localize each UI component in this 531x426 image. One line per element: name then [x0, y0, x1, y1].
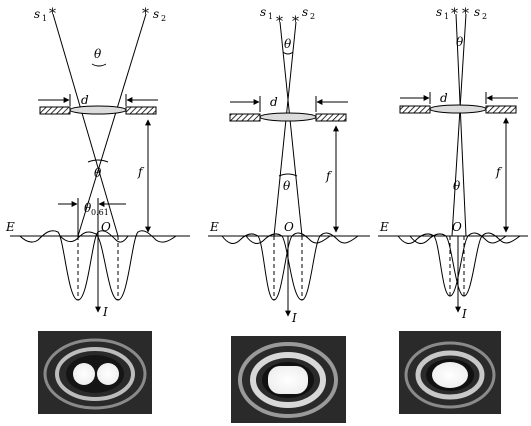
label-label-s1-sub: 1	[268, 12, 273, 21]
airy-disk-2	[97, 363, 119, 385]
aperture-plate-left	[39, 106, 71, 115]
angle-arc-bottom	[278, 173, 298, 177]
star-icon: *	[49, 6, 56, 22]
label-label-theta-min-sub: 0.61	[91, 208, 109, 217]
label-label-E: E	[379, 220, 389, 234]
label-label-f: f	[325, 169, 333, 183]
panel-rayleigh: s 1 * * s 2 θ θ d f E O I	[208, 5, 370, 325]
source-s1: s 1 *	[436, 5, 458, 22]
angle-arc-top	[282, 51, 294, 55]
source-s1: s 1 *	[260, 5, 283, 30]
label-label-theta: θ	[283, 179, 291, 193]
label-label-f: f	[137, 165, 145, 179]
ray-s2	[451, 13, 467, 237]
angle-arc-top	[91, 63, 107, 67]
aperture-plate-right	[485, 105, 517, 114]
label-label-d: d	[440, 91, 448, 105]
label-label-s2: s	[153, 7, 159, 21]
panel-unresolved: s 1 * * s 2 θ θ d f E O I	[378, 5, 528, 321]
star-icon: *	[276, 14, 283, 30]
label-label-s1: s	[436, 5, 442, 19]
label-label-s1: s	[260, 5, 266, 19]
label-label-O: O	[452, 220, 462, 234]
label-label-I: I	[461, 307, 467, 321]
label-label-O: O	[284, 220, 294, 234]
theta-min-label: θ 0.61	[84, 201, 109, 217]
label-label-theta: θ	[453, 179, 461, 193]
label-label-s2: s	[302, 5, 308, 19]
diffraction-photo-rayleigh	[231, 336, 346, 423]
label-label-E: E	[209, 220, 219, 234]
label-label-theta: θ	[94, 47, 102, 61]
label-label-theta: θ	[456, 35, 464, 49]
label-label-d: d	[81, 93, 89, 107]
ray-s2	[273, 21, 297, 237]
diffraction-photo-unresolved	[399, 331, 501, 414]
aperture-plate-right	[315, 113, 347, 122]
label-label-s2-sub: 2	[482, 12, 487, 21]
label-label-I: I	[291, 311, 297, 325]
aperture-plate-right	[125, 106, 157, 115]
label-label-f: f	[495, 165, 503, 179]
diffraction-photo-resolved	[38, 331, 152, 414]
lens	[429, 104, 487, 114]
ray-s2	[77, 13, 147, 237]
label-label-s1-sub: 1	[444, 12, 449, 21]
label-label-s2-sub: 2	[310, 12, 315, 21]
lens	[69, 105, 127, 115]
angle-arc-bottom	[87, 159, 109, 163]
label-label-O: O	[101, 220, 111, 234]
aperture-plate-left	[399, 105, 431, 114]
aperture-plate-left	[229, 113, 261, 122]
label-label-I: I	[102, 305, 108, 319]
airy-disk-1	[73, 363, 95, 385]
merged-disk	[268, 366, 308, 394]
ray-s1	[279, 21, 303, 237]
single-disk	[432, 362, 468, 388]
ray-s1	[52, 13, 119, 237]
ray-s1	[455, 13, 467, 237]
label-label-s2: s	[474, 5, 480, 19]
label-label-theta: θ	[284, 37, 292, 51]
panel-resolved: s 1 * * s 2 θ θ d f	[5, 6, 190, 319]
label-label-s1: s	[34, 7, 40, 21]
label-label-d: d	[270, 95, 278, 109]
label-label-E: E	[5, 220, 15, 234]
label-label-s2-sub: 2	[161, 14, 166, 23]
source-s1: s 1 *	[34, 6, 56, 23]
star-icon: *	[451, 6, 458, 22]
label-label-s1-sub: 1	[42, 14, 47, 23]
lens	[259, 112, 317, 122]
intensity-curve-1	[397, 232, 507, 297]
label-label-theta-min: θ	[84, 201, 92, 215]
label-label-theta: θ	[94, 166, 102, 180]
intensity-curve-1	[221, 232, 331, 301]
